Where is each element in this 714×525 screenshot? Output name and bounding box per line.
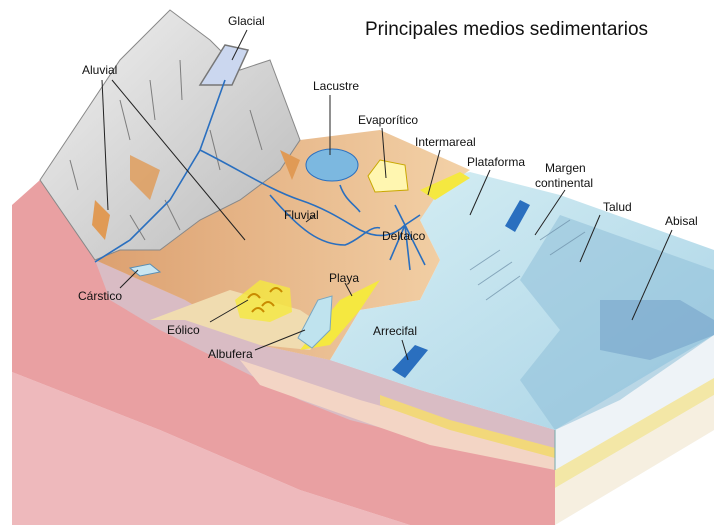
diagram-title: Principales medios sedimentarios	[365, 19, 648, 40]
label-evaporitico: Evaporítico	[358, 113, 418, 127]
label-arrecifal: Arrecifal	[373, 324, 417, 338]
label-plataforma: Plataforma	[467, 155, 525, 169]
label-playa: Playa	[329, 271, 359, 285]
label-lacustre: Lacustre	[313, 79, 359, 93]
label-carstico: Cárstico	[78, 289, 122, 303]
label-eolico: Eólico	[167, 323, 200, 337]
label-intermareal: Intermareal	[415, 135, 476, 149]
lake-lacustre	[306, 149, 358, 181]
label-albufera: Albufera	[208, 347, 253, 361]
label-glacial: Glacial	[228, 14, 265, 28]
label-fluvial: Fluvial	[284, 208, 319, 222]
label-talud: Talud	[603, 200, 632, 214]
label-deltaico: Deltaico	[382, 229, 426, 243]
label-abisal: Abisal	[665, 214, 698, 228]
label-continental: continental	[535, 176, 593, 190]
label-margen: Margen	[545, 161, 586, 175]
label-aluvial: Aluvial	[82, 63, 117, 77]
